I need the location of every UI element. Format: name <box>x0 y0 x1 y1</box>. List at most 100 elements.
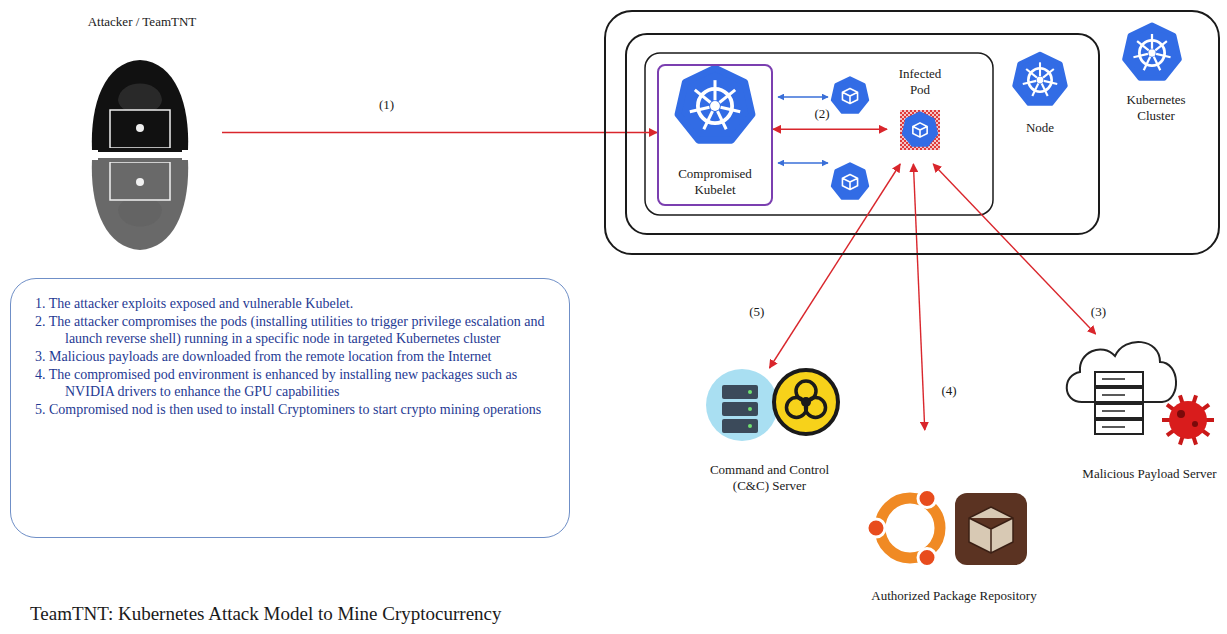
cluster-icon <box>1137 41 1149 50</box>
kubelet-icon <box>710 101 720 111</box>
callout-number: (4) <box>939 383 958 398</box>
payload-server-icon <box>1102 410 1125 412</box>
cluster-icon <box>1133 54 1147 57</box>
text-block: Command and Control (C&C) Server <box>692 462 847 494</box>
node-icon <box>1037 77 1044 84</box>
node-icon <box>1015 54 1066 103</box>
text-block: Kubernetes Cluster <box>1108 92 1204 124</box>
ubuntu-logo <box>867 519 885 537</box>
c2-server-icon <box>722 419 758 433</box>
steps-box: 1. The attacker exploits exposed and vul… <box>10 278 570 538</box>
c2-server-icon <box>706 369 778 441</box>
node-icon <box>1023 81 1036 84</box>
c2-server-icon <box>748 407 752 411</box>
c2-server-icon <box>706 369 778 441</box>
node-icon <box>1039 62 1041 76</box>
kubelet-icon <box>678 68 752 140</box>
node-label: Attacker / TeamTNT <box>62 14 222 30</box>
node-label: Malicious Payload Server <box>1082 466 1217 482</box>
payload-server-icon <box>1067 342 1176 434</box>
node-icon <box>1032 84 1038 96</box>
cluster-icon <box>1144 57 1150 70</box>
list-item: 5. Compromised nod is then used to insta… <box>35 401 555 418</box>
package-icon <box>955 493 1027 565</box>
kubelet-icon <box>704 111 713 129</box>
cluster-icon <box>1156 54 1170 57</box>
callout-number: (5) <box>747 304 766 319</box>
list-item: 4. The compromised pod environment is en… <box>35 366 555 400</box>
biohazard-symbol <box>801 397 811 407</box>
hacker-figure <box>92 60 188 150</box>
text-block: Malicious Payload Server <box>1082 466 1217 482</box>
node-icon <box>1015 54 1066 103</box>
payload-server-icon <box>1095 388 1143 402</box>
hacker-reflection <box>92 160 188 250</box>
attack-arrow <box>773 129 887 130</box>
virus-symbol <box>1162 395 1214 444</box>
ubuntu-logo <box>918 490 936 508</box>
attack-arrow <box>222 132 657 133</box>
hacker-reflection <box>98 158 182 162</box>
c2-server-icon <box>748 424 752 428</box>
text-block: 1. The attacker exploits exposed and vul… <box>35 295 555 419</box>
kubelet-icon <box>719 90 735 103</box>
hacker-figure <box>136 124 144 132</box>
cluster-icon <box>1155 41 1167 50</box>
hacker-figure <box>98 148 182 152</box>
pod-icon <box>832 164 867 198</box>
c2-server-icon <box>722 385 758 399</box>
callout-number: (3) <box>1089 304 1108 319</box>
pod-icon <box>832 78 867 112</box>
node-label: Compromised Kubelet <box>660 166 770 198</box>
cluster-icon <box>1125 25 1180 78</box>
cluster-icon <box>1151 34 1153 49</box>
pod-box: Infected Pod <box>887 64 953 164</box>
node-label: Infected Pod <box>887 66 953 98</box>
kubelet-icon <box>690 107 710 111</box>
node-label: Authorized Package Repository <box>868 588 1040 604</box>
node-icon <box>1044 81 1057 84</box>
pod-icon <box>842 174 857 189</box>
hacker-reflection <box>110 162 170 200</box>
node-icon <box>1026 69 1037 78</box>
callout-number: (2) <box>812 106 831 121</box>
text-block: Authorized Package Repository <box>868 588 1040 604</box>
kubelet-box: Compromised Kubelet <box>657 64 773 206</box>
attacker-figure: Attacker / TeamTNT <box>62 10 222 255</box>
payload-server-icon <box>1067 342 1176 402</box>
cluster-icon <box>1154 57 1160 70</box>
attack-arrow <box>913 164 924 430</box>
biohazard-symbol <box>774 370 838 434</box>
package-icon <box>969 507 1013 553</box>
node-box: NodeCompromised Kubelet Infected Pod <box>625 33 1100 235</box>
kubelet-icon <box>678 68 752 140</box>
pod-group-box <box>645 53 993 215</box>
server-icon: Command and Control (C&C) Server <box>692 368 847 502</box>
biohazard-symbol <box>774 370 838 434</box>
infection-marker <box>900 110 940 150</box>
c2-server-icon <box>722 402 758 416</box>
virus-symbol <box>1169 401 1207 439</box>
hacker-figure <box>110 110 170 148</box>
hacker-figure <box>118 84 162 114</box>
text-block: Node <box>1003 120 1077 136</box>
node-icon <box>1043 69 1054 78</box>
text-block: Compromised Kubelet <box>660 166 770 198</box>
ubuntu-logo <box>918 548 936 566</box>
hacker-reflection <box>92 158 188 250</box>
list-item: 3. Malicious payloads are downloaded fro… <box>35 348 555 365</box>
package-icon <box>955 493 1027 565</box>
payload-server-icon <box>1095 372 1143 386</box>
server-icon: Malicious Payload Server <box>1060 334 1222 504</box>
node-label: Node <box>1003 120 1077 136</box>
pod-icon <box>832 164 867 198</box>
payload-server-icon <box>1095 420 1143 434</box>
list-item: 2. The attacker compromises the pods (in… <box>35 313 555 347</box>
text-block: Attacker / TeamTNT <box>62 14 222 30</box>
pod-icon <box>913 123 927 137</box>
payload-server-icon <box>1102 394 1125 396</box>
list-item: 1. The attacker exploits exposed and vul… <box>35 295 555 312</box>
cluster-icon <box>1148 49 1155 56</box>
attack-arrow <box>933 164 1095 334</box>
virus-symbol <box>1192 421 1198 427</box>
